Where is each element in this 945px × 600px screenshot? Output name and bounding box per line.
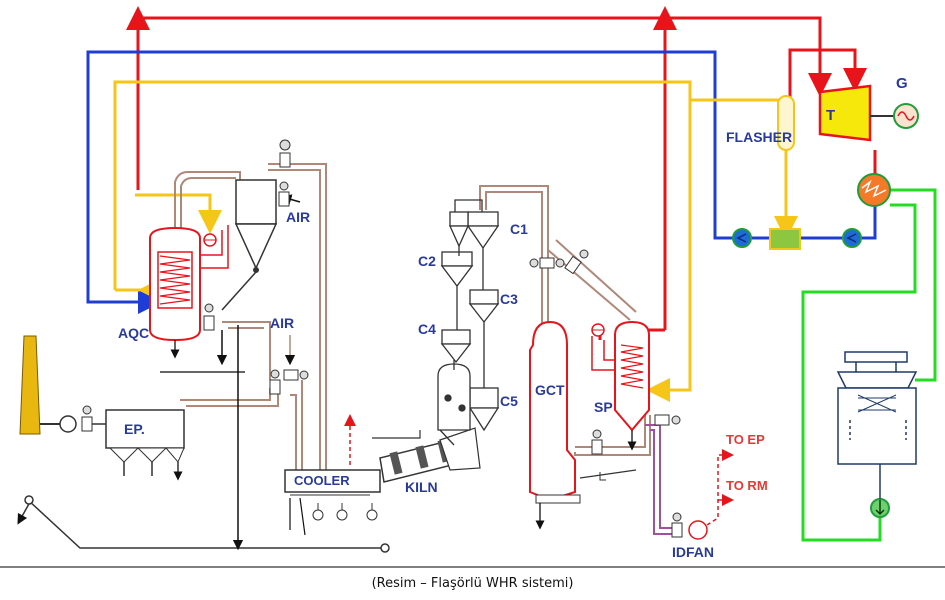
cooling-water-line (801, 188, 937, 542)
flasher-label: FLASHER (726, 129, 792, 145)
steam-line (126, 6, 877, 340)
preheater-tower (437, 199, 500, 446)
rotary-kiln (372, 427, 481, 483)
feed-pump-2 (842, 228, 862, 248)
c1-label: C1 (510, 221, 528, 237)
aqc-boiler (149, 225, 229, 359)
steam-turbine (818, 84, 872, 142)
c3-label: C3 (500, 291, 518, 307)
cooler-label: COOLER (294, 473, 350, 488)
cooling-tower (836, 351, 918, 465)
caption-divider (0, 566, 945, 568)
ep-fan-icon (59, 415, 77, 433)
clinker-conveyor (17, 371, 390, 553)
air-label-top: AIR (286, 209, 310, 225)
feedwater-line (86, 50, 877, 314)
idfan-duct (645, 424, 672, 535)
idfan-label: IDFAN (672, 544, 714, 560)
to-rm-label: TO RM (726, 478, 768, 493)
sp-label: SP (594, 399, 613, 415)
figure-caption: (Resim – Flaşörlü WHR sistemi) (371, 576, 574, 591)
gct-label: GCT (535, 382, 565, 398)
generator-label: G (896, 75, 908, 92)
hot-water-line (113, 80, 798, 402)
kiln-label: KILN (405, 479, 438, 495)
whr-process-diagram: EP. AQC AIR AIR (17, 6, 937, 560)
to-ep-label: TO EP (726, 432, 765, 447)
aqc-damper (203, 315, 215, 331)
ep-label: EP. (124, 421, 145, 437)
turbine-label: T (826, 107, 835, 124)
condenser-icon (857, 173, 891, 207)
cooling-water-pump (870, 498, 890, 518)
generator (893, 103, 919, 129)
flasher-vessel (769, 95, 801, 250)
feedwater-tank (769, 228, 801, 250)
condenser (857, 173, 891, 207)
c4-label: C4 (418, 321, 436, 337)
gas-conditioning-tower (529, 320, 637, 530)
cyclone-separator (221, 179, 301, 311)
electrostatic-precipitator (92, 409, 185, 476)
cyclone-valve-icon (279, 139, 291, 151)
c5-label: C5 (500, 393, 518, 409)
air-label-mid: AIR (270, 315, 294, 331)
c2-label: C2 (418, 253, 436, 269)
idfan-icon (688, 520, 708, 540)
aqc-label: AQC (118, 325, 149, 341)
sp-boiler (591, 320, 650, 451)
id-fan (671, 449, 734, 540)
clinker-cooler (284, 414, 381, 536)
chimney (19, 335, 41, 435)
feed-pump-1 (732, 228, 752, 248)
